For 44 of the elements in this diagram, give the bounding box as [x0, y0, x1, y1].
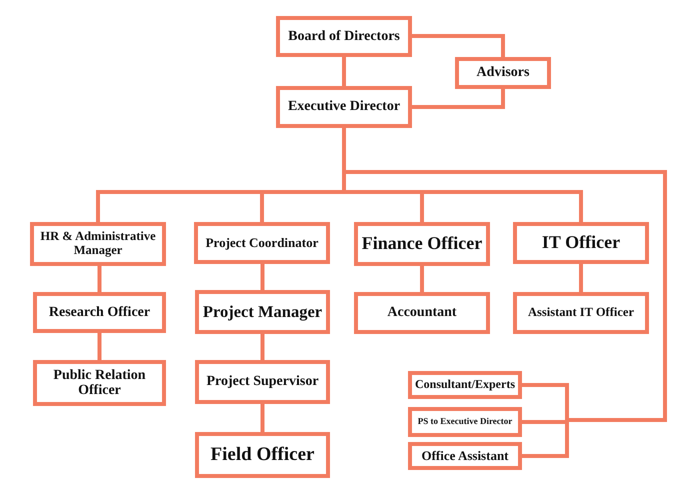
role-title: Field Officer	[210, 444, 314, 466]
org-box	[408, 371, 522, 399]
connector-line	[260, 334, 264, 360]
org-box	[408, 407, 522, 437]
role-title: Board of Directors	[288, 28, 400, 44]
role-title: Advisors	[476, 65, 530, 81]
org-box	[194, 222, 330, 264]
org-box	[276, 16, 412, 57]
org-box	[408, 442, 522, 470]
org-box	[513, 222, 649, 264]
role-title: IT Officer	[542, 233, 620, 253]
org-box	[195, 432, 330, 478]
connector-line	[98, 266, 102, 292]
role-title: Finance Officer	[362, 234, 482, 254]
org-box	[30, 222, 166, 266]
role-title: PS to Executive Director	[418, 417, 512, 427]
connector-line	[420, 266, 424, 292]
connector-line	[412, 34, 505, 57]
role-title: Assistant IT Officer	[528, 306, 634, 320]
org-box	[354, 292, 490, 334]
org-box	[33, 292, 166, 333]
connector-line	[579, 264, 583, 292]
connector-line	[98, 333, 102, 360]
org-box	[354, 222, 490, 266]
role-title: HR & Administrative Manager	[39, 230, 157, 258]
org-box	[513, 292, 649, 334]
role-title: Public Relation Officer	[52, 368, 147, 398]
org-box	[455, 57, 551, 89]
connector-line	[260, 404, 264, 432]
org-box	[33, 360, 166, 406]
role-title: Project Supervisor	[206, 374, 319, 390]
connector-line	[260, 264, 264, 290]
connector-line	[342, 57, 346, 86]
role-title: Consultant/Experts	[414, 378, 515, 392]
org-box	[195, 360, 330, 404]
org-box	[195, 290, 330, 334]
role-title: Research Officer	[48, 304, 150, 320]
org-box	[276, 86, 412, 128]
role-title: Project Manager	[202, 302, 322, 322]
role-title: Office Assistant	[421, 448, 509, 464]
connector-line	[412, 89, 505, 109]
role-title: Executive Director	[288, 99, 400, 115]
role-title: Project Coordinator	[206, 236, 318, 250]
role-title: Accountant	[387, 305, 457, 321]
